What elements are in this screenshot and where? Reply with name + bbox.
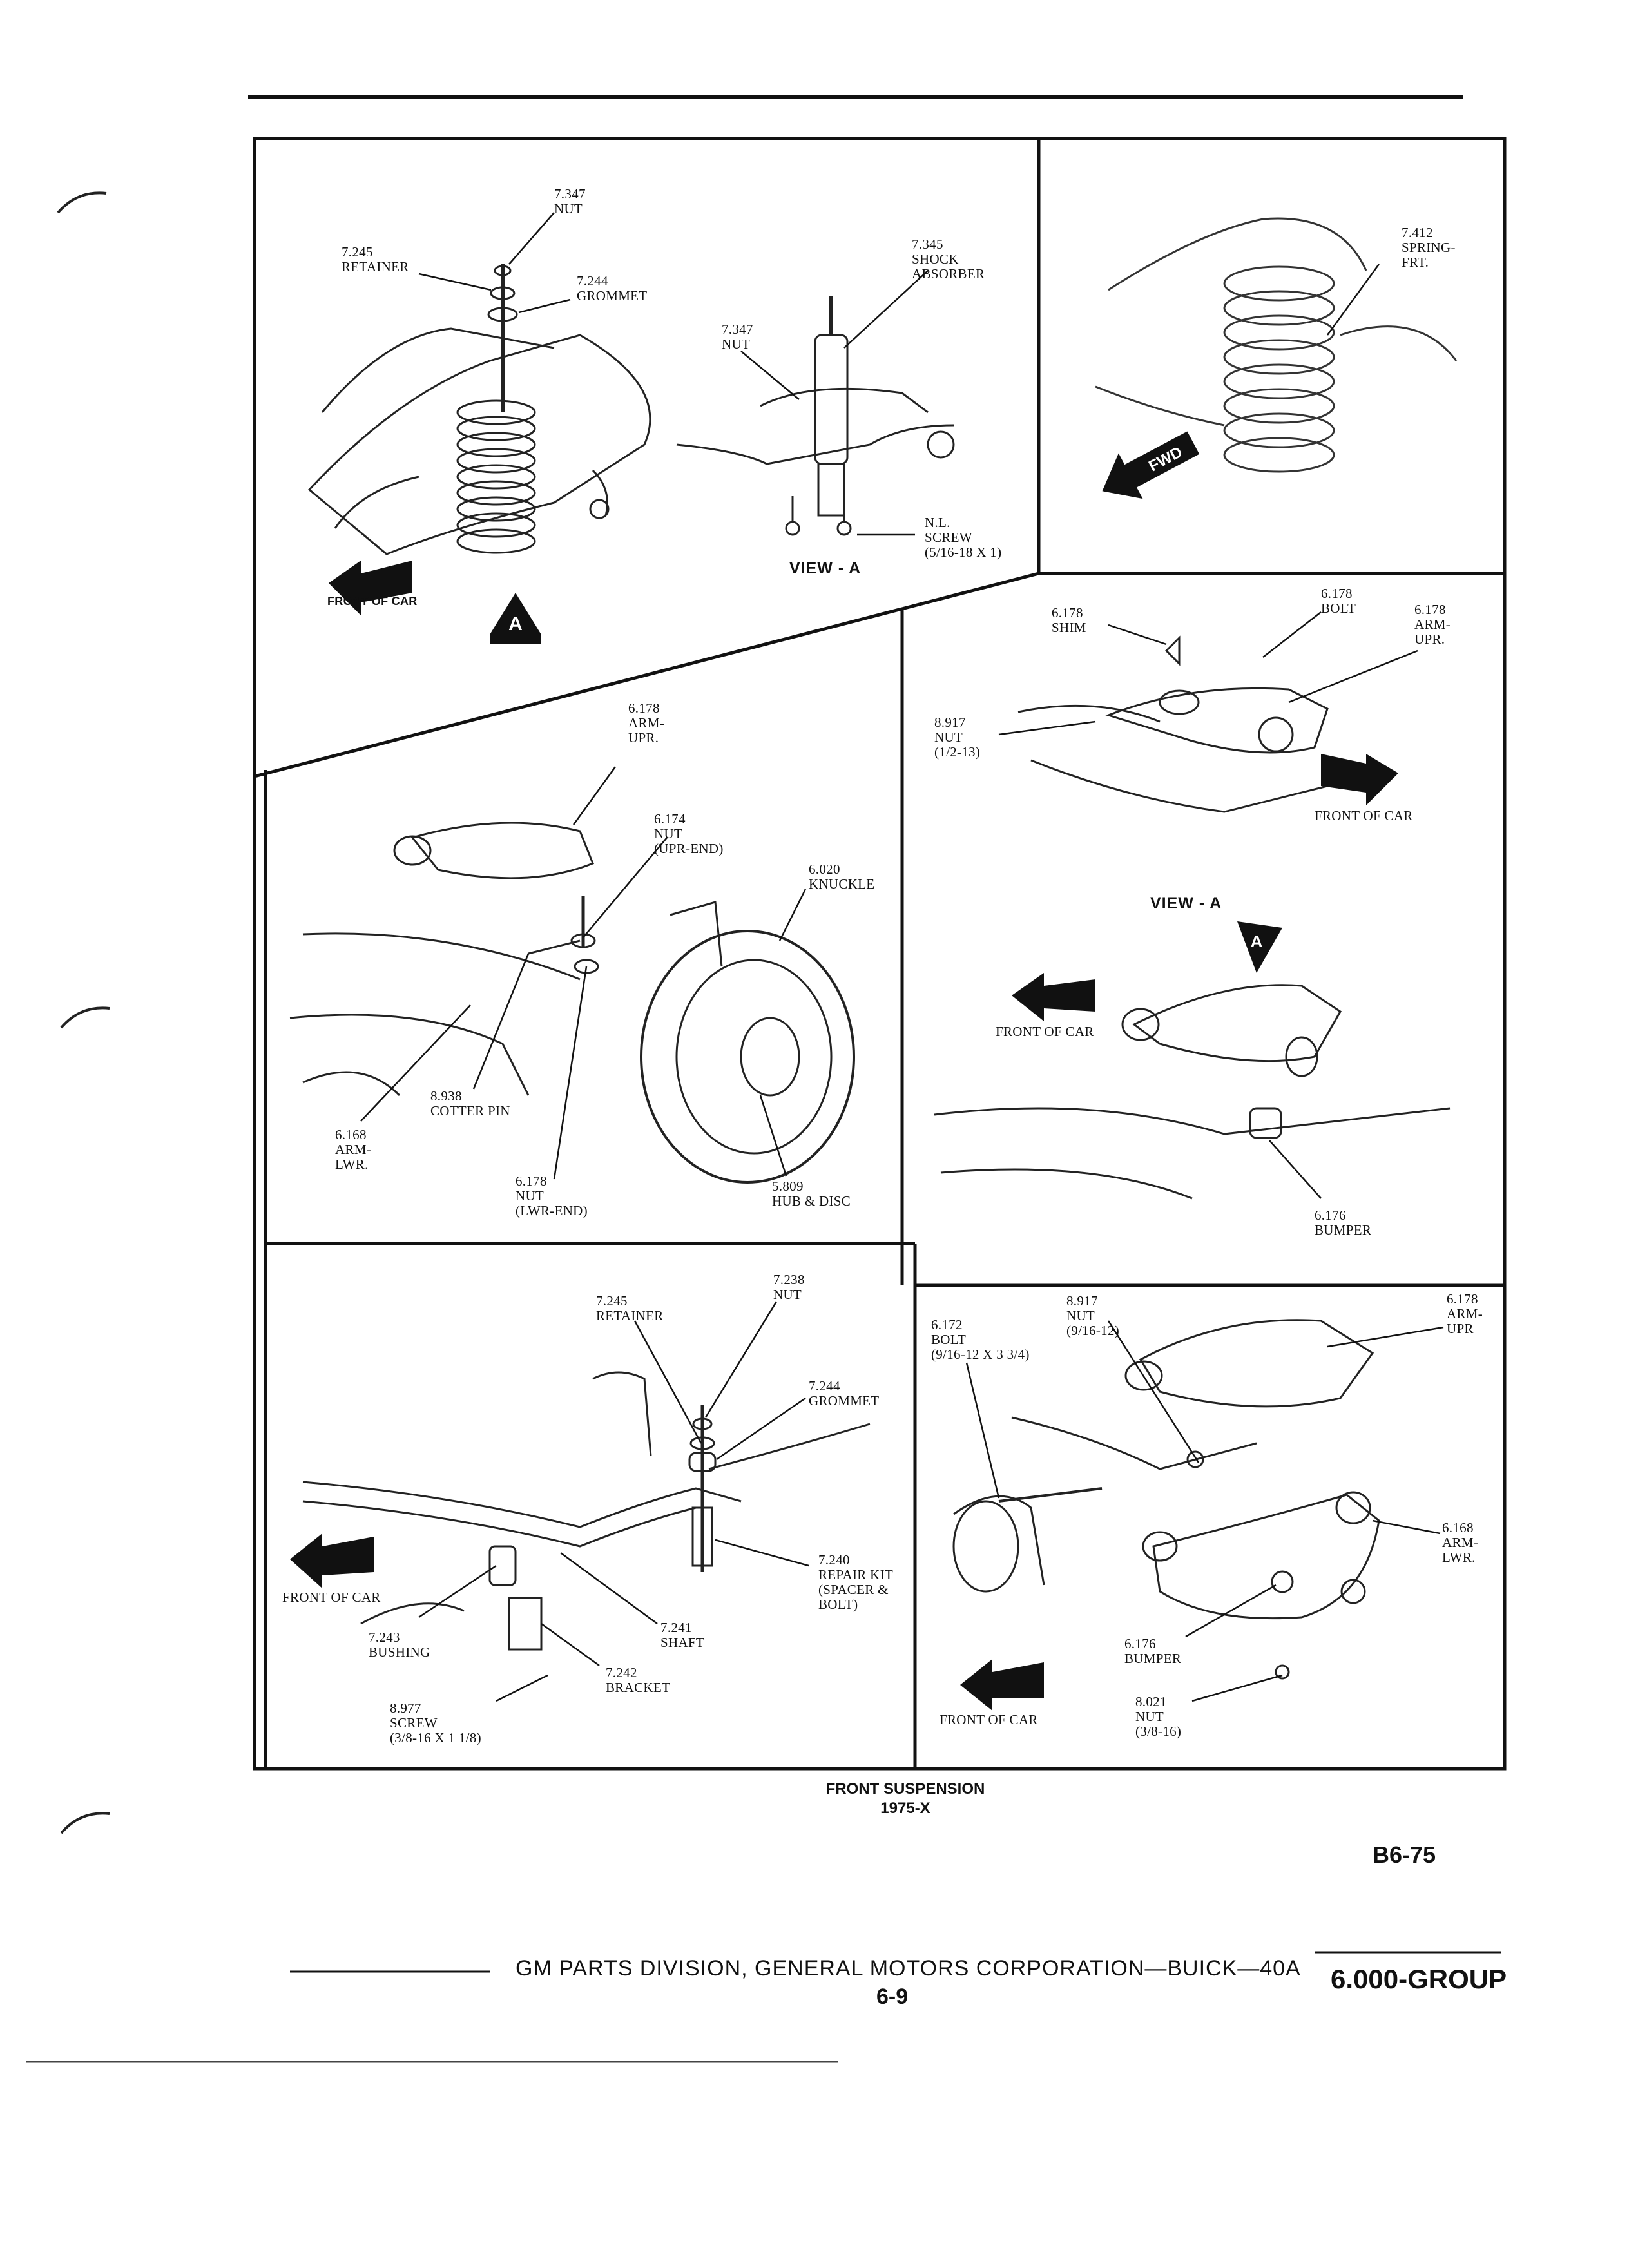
p4-knuckle-label: 6.020 KNUCKLE bbox=[809, 861, 875, 892]
p4-arm-upr-label: 6.178 ARM- UPR. bbox=[628, 700, 665, 745]
p5-front-label: FRONT OF CAR bbox=[282, 1590, 381, 1605]
p3-shim-label: 6.178 SHIM bbox=[1052, 605, 1086, 635]
footer-text: GM PARTS DIVISION, GENERAL MOTORS CORPOR… bbox=[516, 1956, 1301, 1981]
p2-spring-label: 7.412 SPRING- FRT. bbox=[1402, 225, 1456, 270]
panel2-leader bbox=[1326, 264, 1380, 336]
p4-nut-upr-label: 6.174 NUT (UPR-END) bbox=[654, 811, 724, 856]
p3-view-label: VIEW - A bbox=[1150, 894, 1222, 912]
p6-bumper-label: 6.176 BUMPER bbox=[1124, 1636, 1182, 1666]
p6-arm-lwr-label: 6.168 ARM- LWR. bbox=[1442, 1520, 1479, 1565]
view-a-marker-letter: A bbox=[1251, 932, 1263, 951]
front-arrow-icon bbox=[290, 1533, 374, 1588]
binder-mark bbox=[60, 1006, 110, 1029]
binder-mark bbox=[57, 191, 107, 214]
p5-repair-label: 7.240 REPAIR KIT (SPACER & BOLT) bbox=[818, 1552, 893, 1612]
p1-retainer-label: 7.245 RETAINER bbox=[342, 244, 409, 274]
p4-hub-label: 5.809 HUB & DISC bbox=[772, 1178, 851, 1209]
panel5-illustration bbox=[302, 1371, 871, 1651]
p5-screw-label: 8.977 SCREW (3/8-16 x 1 1/8) bbox=[390, 1700, 481, 1745]
p5-bushing-label: 7.243 BUSHING bbox=[369, 1629, 430, 1660]
panel2-illustration bbox=[1095, 217, 1458, 473]
coil-spring-front bbox=[1223, 265, 1335, 473]
p1-grommet-label: 7.244 GROMMET bbox=[577, 273, 648, 303]
footer-page-number: 6-9 bbox=[876, 1984, 909, 2009]
fwd-arrow-icon: FWD bbox=[1102, 431, 1200, 499]
panel5-leaders bbox=[418, 1301, 809, 1702]
front-arrow-icon bbox=[1012, 973, 1095, 1021]
page-ref: B6-75 bbox=[1373, 1841, 1436, 1868]
p1-view-label: VIEW - A bbox=[789, 559, 862, 577]
p5-bracket-label: 7.242 BRACKET bbox=[606, 1665, 671, 1695]
p6-arm-upr-label: 6.178 ARM- UPR bbox=[1447, 1291, 1483, 1336]
front-arrow-icon bbox=[329, 561, 412, 615]
p4-nut-lwr-label: 6.178 NUT (LWR-END) bbox=[516, 1173, 588, 1218]
p4-arm-lwr-label: 6.168 ARM- LWR. bbox=[335, 1127, 372, 1172]
coil-spring-left bbox=[456, 399, 536, 554]
p1-nut-mid-label: 7.347 NUT bbox=[722, 322, 753, 352]
panel3-illustration bbox=[934, 635, 1451, 1200]
p3-arm-label: 6.178 ARM- UPR. bbox=[1414, 602, 1451, 647]
p5-nut-label: 7.238 NUT bbox=[773, 1272, 805, 1302]
p3-bumper-label: 6.176 BUMPER bbox=[1315, 1207, 1372, 1238]
p3-front-label-2: FRONT OF CAR bbox=[996, 1024, 1094, 1039]
caption-year: 1975-X bbox=[880, 1800, 930, 1817]
p1-front-label: FRONT OF CAR bbox=[327, 595, 418, 608]
p1-nut-top-label: 7.347 NUT bbox=[554, 186, 586, 216]
panel6-leaders bbox=[965, 1320, 1444, 1702]
panel-frame bbox=[253, 137, 1507, 1771]
panel6-illustration bbox=[952, 1319, 1380, 1680]
p6-front-label: FRONT OF CAR bbox=[940, 1712, 1038, 1727]
p1-screw-label: N.L. SCREW (5/16-18 x 1) bbox=[925, 515, 1002, 560]
p3-bolt-label: 6.178 BOLT bbox=[1321, 586, 1356, 616]
p6-nut-label: 8.917 NUT (9/16-12) bbox=[1066, 1293, 1120, 1338]
front-arrow-icon bbox=[960, 1659, 1044, 1711]
panel4-illustration bbox=[289, 822, 855, 1184]
p3-front-label-1: FRONT OF CAR bbox=[1315, 808, 1413, 823]
panel3-leaders bbox=[998, 611, 1418, 1199]
view-a-marker-icon: A bbox=[1237, 921, 1282, 973]
panel4-leaders bbox=[360, 766, 807, 1180]
p3-nut-label: 8.917 NUT (1/2-13) bbox=[934, 715, 981, 760]
p5-shaft-label: 7.241 SHAFT bbox=[660, 1620, 705, 1650]
caption-title: FRONT SUSPENSION bbox=[825, 1780, 985, 1798]
p5-grommet-label: 7.244 GROMMET bbox=[809, 1378, 880, 1408]
view-a-marker-icon: A bbox=[490, 593, 541, 644]
p1-shock-label: 7.345 SHOCK ABSORBER bbox=[912, 236, 985, 282]
footer-group: 6.000-GROUP bbox=[1331, 1964, 1507, 1994]
p6-bolt-label: 6.172 BOLT (9/16-12 x 3 3/4) bbox=[931, 1317, 1030, 1362]
front-arrow-icon bbox=[1321, 754, 1398, 805]
p6-nut-lwr-label: 8.021 NUT (3/8-16) bbox=[1135, 1694, 1182, 1739]
p4-cotter-label: 8.938 COTTER PIN bbox=[430, 1088, 510, 1119]
binder-mark bbox=[60, 1812, 110, 1834]
p5-retainer-label: 7.245 RETAINER bbox=[596, 1293, 664, 1323]
panel1-leaders bbox=[418, 212, 929, 536]
view-a-marker-letter: A bbox=[508, 613, 523, 635]
panel1-illustration bbox=[307, 264, 955, 555]
